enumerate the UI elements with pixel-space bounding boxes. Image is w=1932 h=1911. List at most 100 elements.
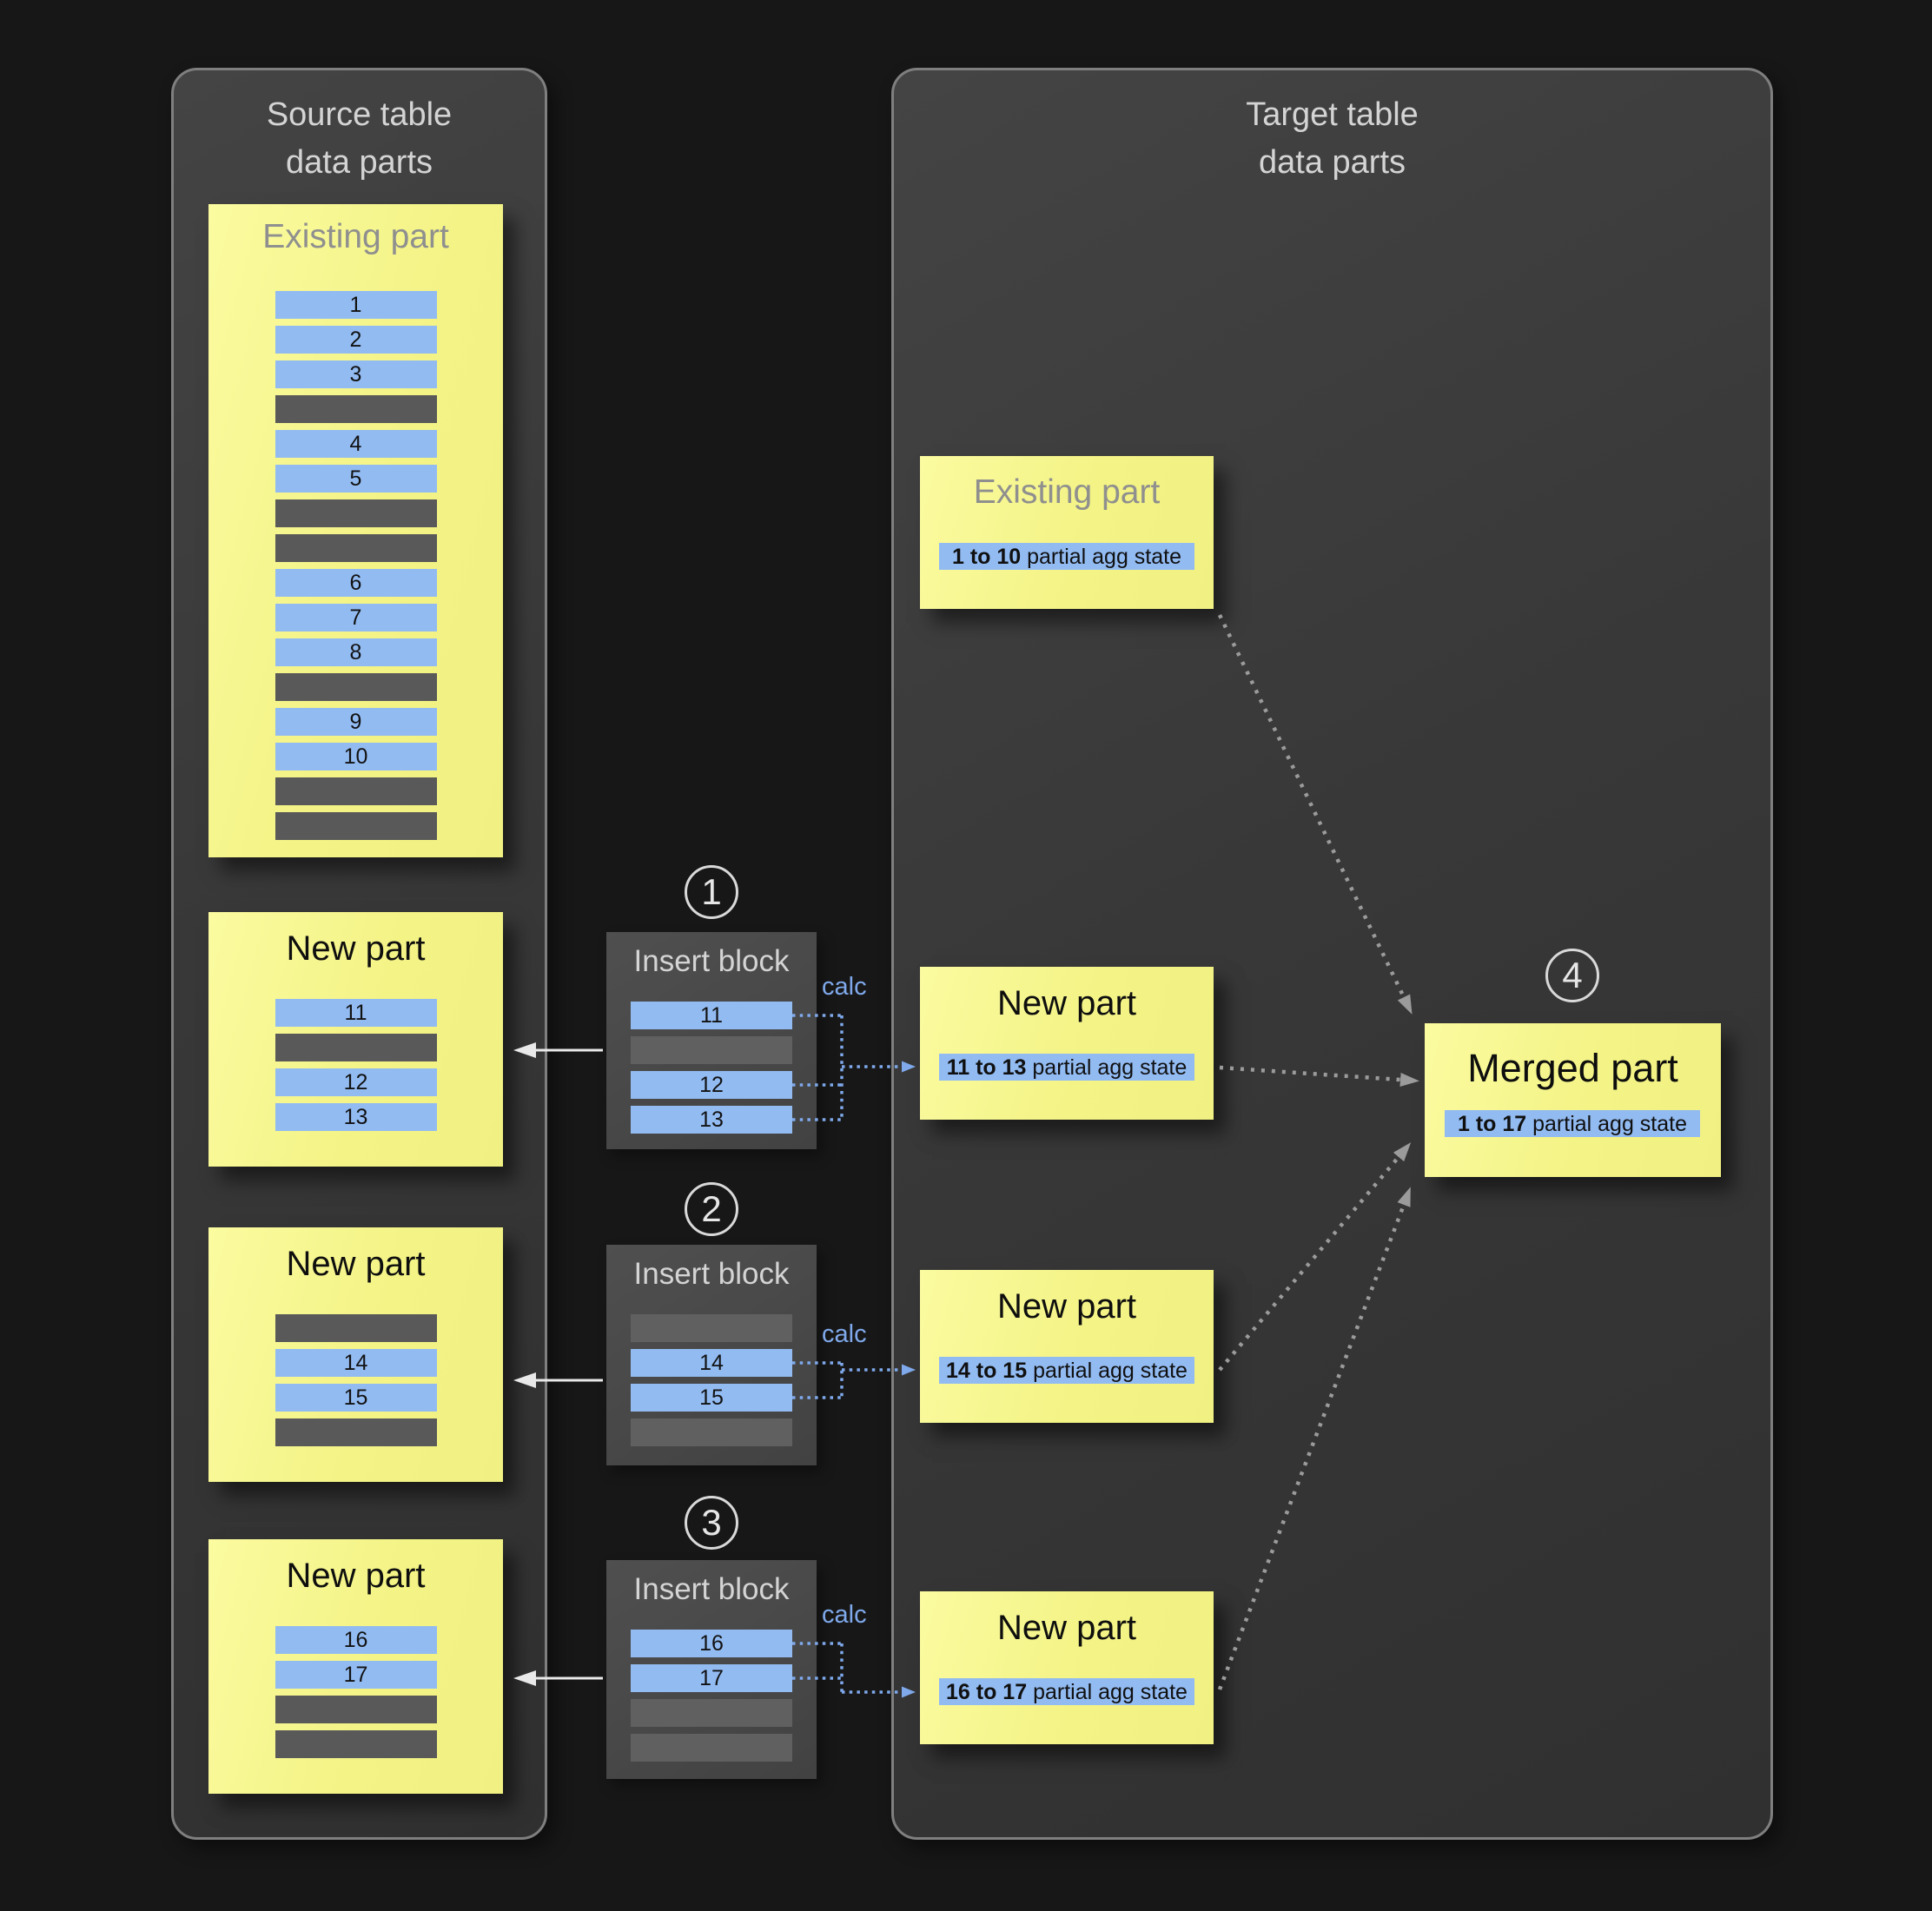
agg-suffix: partial agg state (1027, 1680, 1188, 1704)
target-new-part-1: New part 11 to 13 partial agg state (920, 967, 1214, 1120)
agg-range: 14 to 15 (946, 1359, 1028, 1383)
target-panel-title-line2: data parts (1259, 144, 1406, 181)
calc-label-3: calc (822, 1601, 867, 1629)
empty-row (275, 1034, 437, 1061)
data-row: 9 (275, 708, 437, 736)
calc-label-2: calc (822, 1320, 867, 1348)
agg-suffix: partial agg state (1526, 1112, 1688, 1136)
data-row: 14 (275, 1349, 437, 1377)
step-circle-2: 2 (685, 1182, 738, 1236)
target-new-part-3-title: New part (996, 1609, 1137, 1647)
empty-row (275, 1314, 437, 1342)
target-new-part-2: New part 14 to 15 partial agg state (920, 1270, 1214, 1423)
target-new-part-3: New part 16 to 17 partial agg state (920, 1591, 1214, 1744)
target-existing-part-title: Existing part (973, 473, 1161, 511)
data-row: 17 (631, 1664, 792, 1692)
agg-suffix: partial agg state (1021, 545, 1182, 569)
agg-range: 11 to 13 (946, 1055, 1027, 1080)
empty-row (275, 534, 437, 562)
source-existing-part: Existing part 1 2 3 4 5 6 7 8 9 10 (208, 204, 503, 857)
step-circle-3: 3 (685, 1496, 738, 1550)
data-row: 15 (631, 1384, 792, 1412)
source-panel-title: Source table data parts (174, 91, 545, 187)
target-new-part-2-title: New part (996, 1287, 1137, 1326)
data-row: 11 (275, 999, 437, 1027)
source-existing-part-rows: 1 2 3 4 5 6 7 8 9 10 (275, 291, 437, 840)
target-new-part-1-title: New part (996, 984, 1137, 1022)
data-row: 15 (275, 1384, 437, 1412)
agg-range: 1 to 17 (1457, 1112, 1527, 1136)
source-new-part-1: New part 11 12 13 (208, 912, 503, 1167)
source-panel-title-line2: data parts (286, 144, 433, 181)
source-new-part-1-rows: 11 12 13 (275, 999, 437, 1131)
empty-row (275, 673, 437, 701)
data-row: 12 (275, 1068, 437, 1096)
data-row: 7 (275, 604, 437, 631)
agg-suffix: partial agg state (1027, 1359, 1188, 1383)
empty-row (631, 1699, 792, 1727)
calc-label-1: calc (822, 973, 867, 1001)
empty-row (275, 1696, 437, 1723)
target-panel: Target table data parts (891, 68, 1773, 1840)
empty-row (275, 395, 437, 423)
insert-block-3-title: Insert block (633, 1572, 790, 1606)
insert-block-1-title: Insert block (633, 944, 790, 978)
step-circle-4: 4 (1545, 949, 1599, 1002)
data-row: 13 (275, 1103, 437, 1131)
source-existing-part-title: Existing part (262, 218, 449, 255)
insert-block-2-title: Insert block (633, 1257, 790, 1291)
source-new-part-3-title: New part (286, 1557, 426, 1595)
data-row: 16 (275, 1626, 437, 1654)
data-row: 10 (275, 743, 437, 770)
data-row: 2 (275, 326, 437, 354)
empty-row (275, 1418, 437, 1446)
source-new-part-1-title: New part (286, 929, 426, 968)
agg-range: 1 to 10 (951, 545, 1022, 569)
data-row: 12 (631, 1071, 792, 1099)
merged-part-title: Merged part (1467, 1046, 1678, 1090)
data-row: 1 (275, 291, 437, 319)
data-row: 4 (275, 430, 437, 458)
agg-suffix: partial agg state (1026, 1055, 1188, 1080)
target-panel-title-line1: Target table (1246, 96, 1419, 133)
merged-part: Merged part 1 to 17 partial agg state (1425, 1023, 1721, 1177)
empty-row (275, 777, 437, 805)
target-new-part-1-agg-strip: 11 to 13 partial agg state (939, 1054, 1194, 1081)
data-row: 13 (631, 1106, 792, 1134)
target-new-part-2-agg-strip: 14 to 15 partial agg state (939, 1357, 1194, 1384)
source-panel-title-line1: Source table (266, 96, 453, 133)
empty-row (631, 1734, 792, 1762)
data-row: 17 (275, 1661, 437, 1689)
step-circle-1: 1 (685, 865, 738, 919)
target-existing-agg-strip: 1 to 10 partial agg state (939, 543, 1194, 570)
target-existing-part: Existing part 1 to 10 partial agg state (920, 456, 1214, 609)
empty-row (275, 1730, 437, 1758)
empty-row (275, 499, 437, 527)
insert-block-1-rows: 11 12 13 (631, 1002, 792, 1134)
agg-range: 16 to 17 (946, 1680, 1028, 1704)
data-row: 14 (631, 1349, 792, 1377)
empty-row (275, 812, 437, 840)
data-row: 11 (631, 1002, 792, 1029)
data-row: 3 (275, 360, 437, 388)
data-row: 16 (631, 1630, 792, 1657)
empty-row (631, 1418, 792, 1446)
data-row: 6 (275, 569, 437, 597)
insert-block-1: Insert block 11 12 13 (606, 932, 817, 1149)
merged-part-agg-strip: 1 to 17 partial agg state (1445, 1110, 1700, 1137)
target-new-part-3-agg-strip: 16 to 17 partial agg state (939, 1678, 1194, 1705)
data-row: 8 (275, 638, 437, 666)
source-new-part-2-title: New part (286, 1245, 426, 1283)
data-row: 5 (275, 465, 437, 493)
empty-row (631, 1036, 792, 1064)
empty-row (631, 1314, 792, 1342)
